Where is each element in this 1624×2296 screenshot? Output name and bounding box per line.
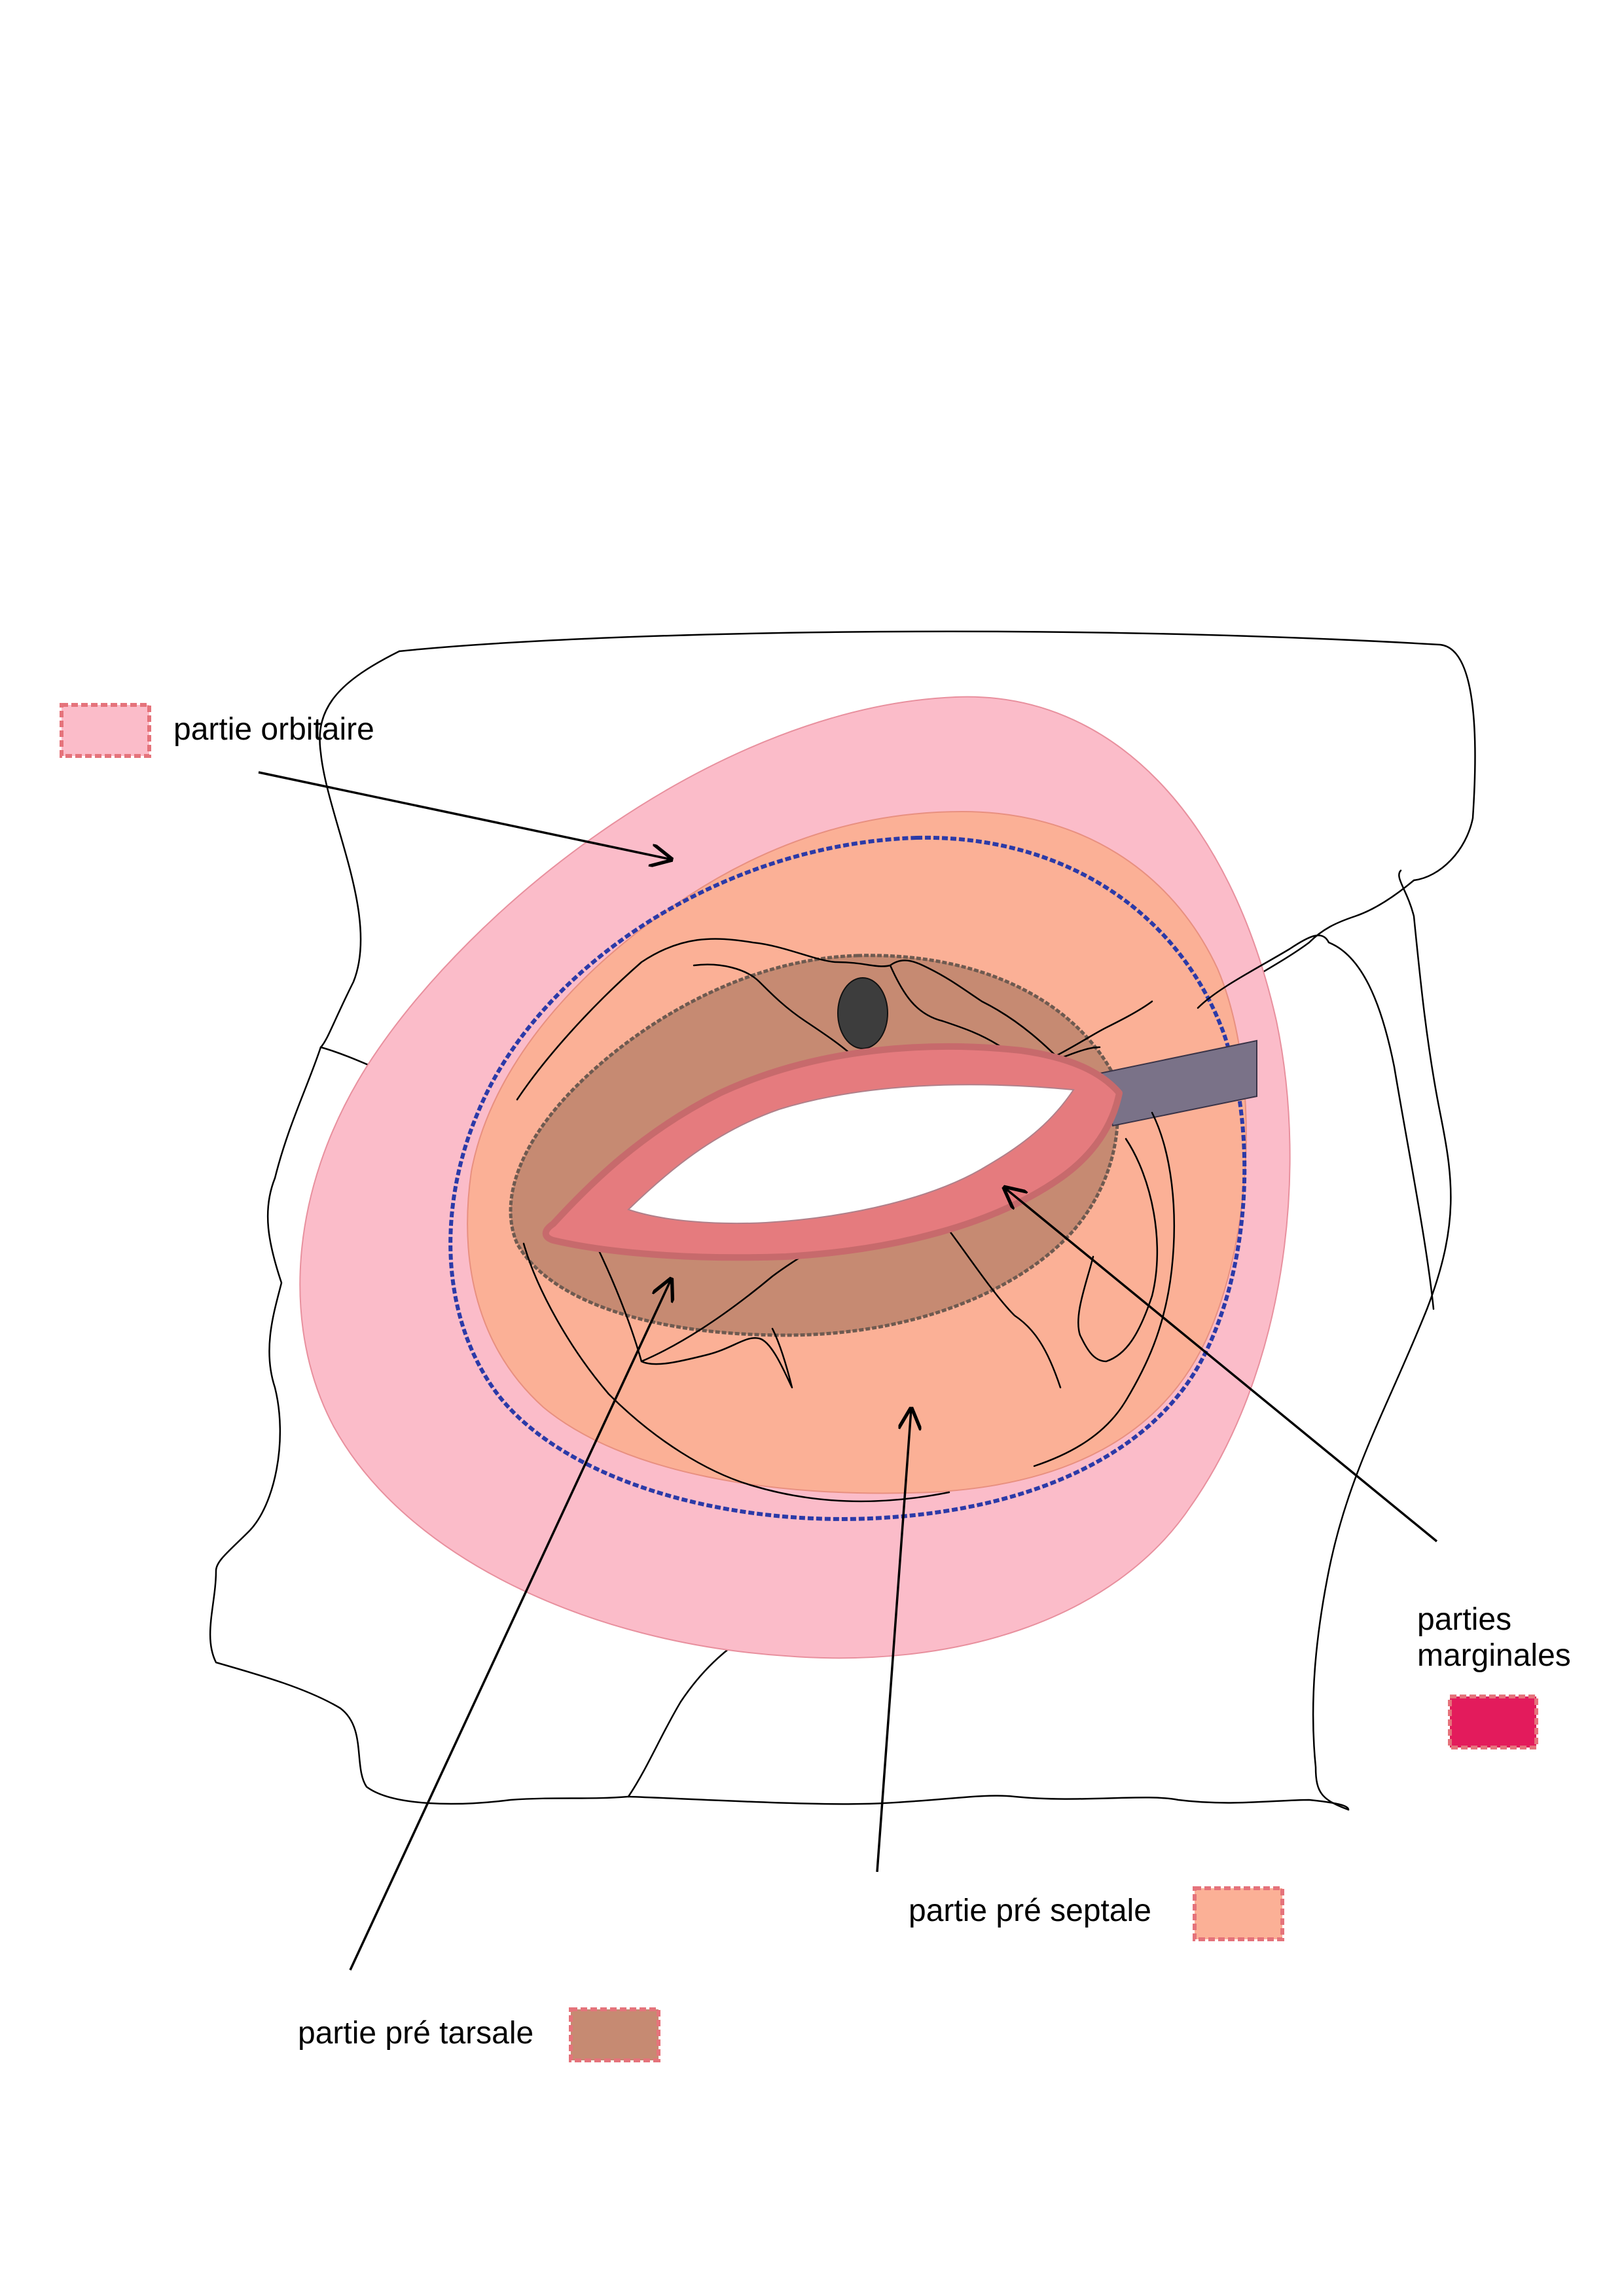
legend-marginal-label-line2: marginales: [1417, 1638, 1571, 1673]
leader-orbital: [258, 771, 671, 859]
cheek-left-outline: [209, 1046, 630, 1805]
lateral-canthus-line: [1046, 1000, 1153, 1062]
legend-preseptal: partie pré septale: [909, 1886, 1284, 1941]
cheek-bottom-outline: [627, 1795, 1350, 1811]
leader-preseptal: [876, 1409, 911, 1873]
orbital-septum-line: [448, 835, 1247, 1521]
legend-orbital-swatch: [60, 703, 151, 758]
leader-lines: [258, 771, 1438, 1971]
upper-lid-fold-line: [516, 938, 1068, 1101]
eye-opening: [627, 1084, 1075, 1225]
legend-marginal: parties marginales: [1417, 1602, 1571, 1749]
leader-marginal: [1005, 1188, 1438, 1543]
legend-pretarsal: partie pré tarsale: [298, 2007, 660, 2062]
legend-marginal-swatch: [1448, 1695, 1538, 1749]
legend-pretarsal-label: partie pré tarsale: [298, 2016, 533, 2051]
legend-pretarsal-swatch: [569, 2007, 660, 2062]
temple-right-contour: [1327, 941, 1435, 1310]
legend-orbital-label: partie orbitaire: [173, 712, 374, 747]
lower-orbital-fold-line: [522, 1242, 950, 1503]
lateral-lid-contour-line: [1033, 1111, 1175, 1467]
temple-left-outline: [319, 650, 401, 1049]
legend-preseptal-label: partie pré septale: [909, 1893, 1151, 1928]
lower-lid-vein-right: [948, 1229, 1062, 1389]
legend-orbital: partie orbitaire: [60, 703, 374, 758]
forehead-outline: [398, 630, 1476, 882]
cheek-right-outline: [1312, 869, 1452, 1811]
leader-pretarsal: [349, 1280, 671, 1971]
legend-marginal-label-line1: parties: [1417, 1602, 1511, 1637]
brow-to-canthus-line: [1197, 935, 1330, 1009]
lower-lid-fold-line: [588, 1229, 793, 1389]
dark-oval-mark: [837, 977, 888, 1049]
lateral-lid-vein-line: [1077, 1138, 1159, 1363]
legend-preseptal-swatch: [1193, 1886, 1284, 1941]
upper-lid-crease-line: [693, 963, 859, 1062]
